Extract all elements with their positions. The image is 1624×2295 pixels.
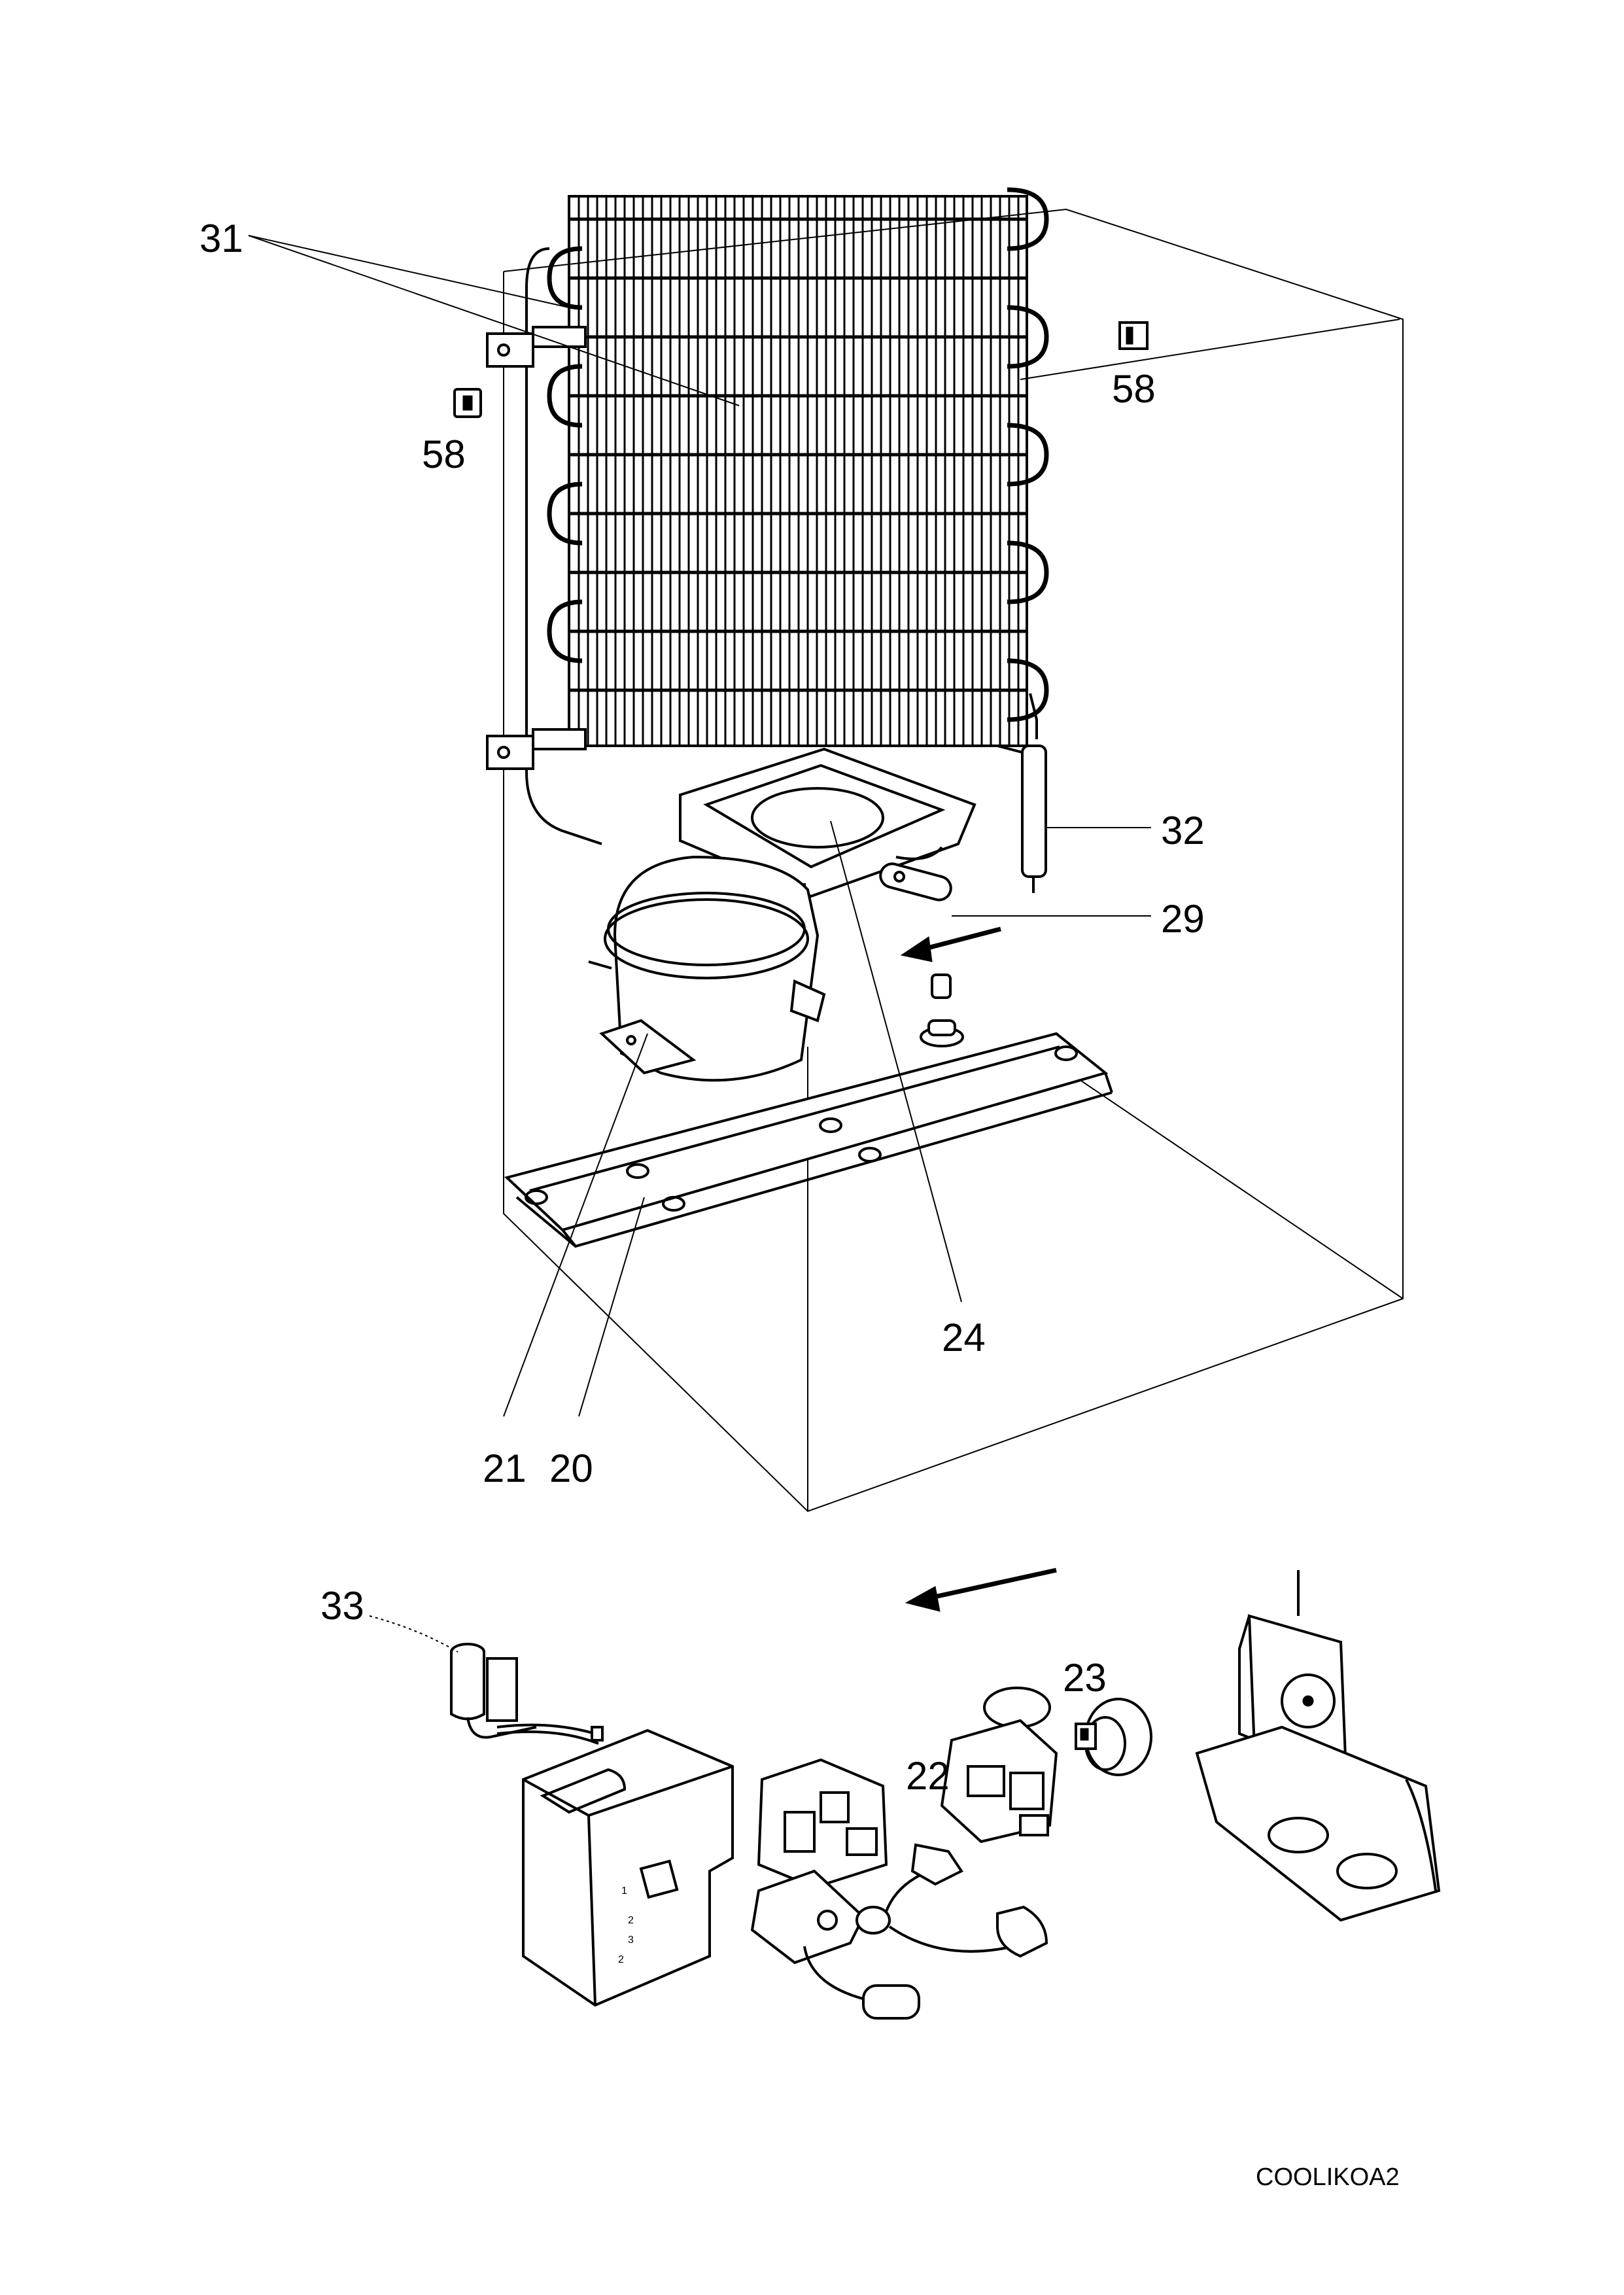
clip-58-right bbox=[1118, 321, 1149, 350]
condenser-bracket-bottom bbox=[486, 728, 587, 770]
callout-20: 20 bbox=[549, 1446, 593, 1490]
callout-23: 23 bbox=[1063, 1656, 1107, 1700]
callout-58-right: 58 bbox=[1112, 367, 1156, 411]
callout-24: 24 bbox=[942, 1316, 986, 1359]
svg-text:2: 2 bbox=[618, 1954, 624, 1965]
thermal-protector bbox=[1075, 1698, 1152, 1776]
callout-labels: 31 58 58 32 29 24 21 20 33 23 22 COOLIKO… bbox=[199, 217, 1400, 2191]
starter-relay bbox=[940, 1687, 1058, 1844]
base-rail bbox=[504, 1032, 1113, 1248]
callout-32: 32 bbox=[1161, 809, 1205, 852]
ptc-relay-assembly bbox=[750, 1758, 1048, 2020]
svg-text:3: 3 bbox=[628, 1935, 634, 1946]
callout-58-left: 58 bbox=[422, 432, 466, 476]
clip-58-left bbox=[453, 388, 482, 418]
direction-arrow-upper bbox=[900, 926, 1001, 962]
direction-arrow-lower bbox=[905, 1568, 1057, 1612]
capacitor-33 bbox=[450, 1643, 604, 1745]
condenser-coil bbox=[525, 187, 1049, 845]
pin-grommet bbox=[920, 973, 964, 1047]
svg-text:2: 2 bbox=[628, 1915, 634, 1926]
callout-31: 31 bbox=[199, 217, 243, 260]
drier-filter bbox=[997, 693, 1047, 893]
callout-29: 29 bbox=[1161, 897, 1205, 941]
condenser-bracket-top bbox=[486, 326, 587, 368]
terminal-cover: 1 2 3 2 bbox=[522, 1728, 734, 2007]
relay-mounting-bracket bbox=[1195, 1570, 1441, 1922]
callout-22: 22 bbox=[906, 1754, 950, 1798]
callout-33: 33 bbox=[320, 1584, 364, 1628]
callout-21: 21 bbox=[483, 1446, 527, 1490]
svg-text:1: 1 bbox=[621, 1885, 627, 1897]
compressor bbox=[588, 855, 826, 1082]
fixing-plate bbox=[879, 862, 952, 902]
leader-lines bbox=[248, 235, 1400, 1653]
drawing-code: COOLIKOA2 bbox=[1256, 2164, 1400, 2191]
